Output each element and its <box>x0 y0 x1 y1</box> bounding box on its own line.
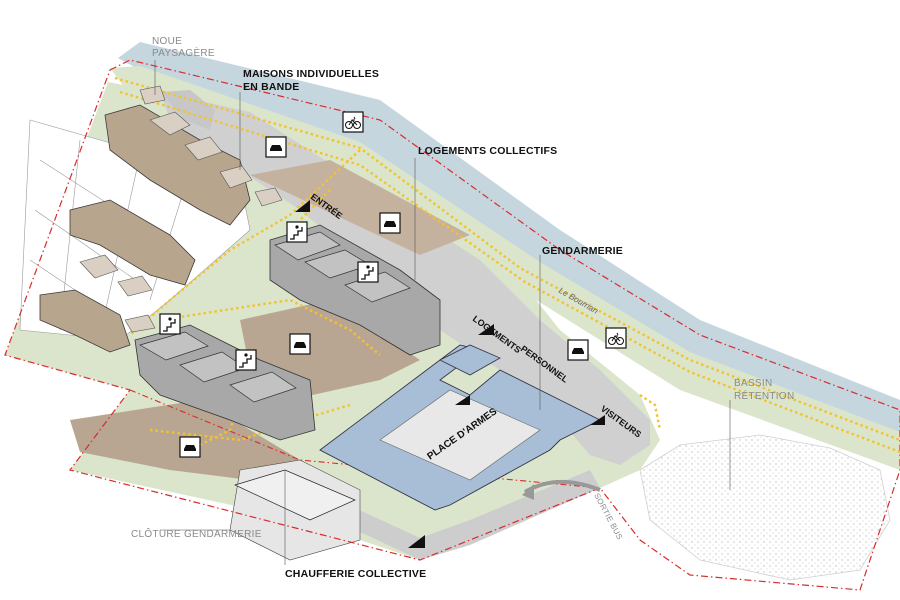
label-bassin-line2: RÉTENTION <box>734 389 794 402</box>
stairs-walker-icon <box>235 349 257 371</box>
retention-basin <box>639 434 891 581</box>
car-icon <box>265 136 287 158</box>
personnel-housing-block <box>439 344 501 376</box>
label-chaufferie: CHAUFFERIE COLLECTIVE <box>285 568 426 580</box>
bus-exit-arrowhead <box>522 484 534 500</box>
collective-roofs <box>139 231 411 403</box>
label-noue-line1: NOUE <box>152 36 182 47</box>
entry-markers <box>295 200 605 548</box>
leader-lines <box>154 60 731 565</box>
bicycle-icon <box>342 111 364 133</box>
car-icon <box>289 333 311 355</box>
car-icon <box>179 436 201 458</box>
label-bassin-line1: BASSIN <box>734 378 772 389</box>
individual-houses <box>39 104 251 353</box>
label-noue-line2: PAYSAGÈRE <box>152 46 215 59</box>
stairs-walker-icon <box>357 261 379 283</box>
label-maisons-line1: MAISONS INDIVIDUELLES <box>243 68 379 80</box>
label-logements-collectifs: LOGEMENTS COLLECTIFS <box>418 145 557 157</box>
place-armes-court <box>379 389 541 481</box>
stairs-walker-icon <box>159 313 181 335</box>
road-curve-north <box>160 90 215 130</box>
car-icon <box>567 339 589 361</box>
label-maisons-line2: EN BANDE <box>243 81 299 93</box>
site-boundary <box>4 59 900 591</box>
label-cloture: CLÔTURE GENDARMERIE <box>131 527 262 540</box>
bicycle-icon <box>605 327 627 349</box>
river <box>118 42 900 440</box>
car-icon <box>379 212 401 234</box>
stairs-walker-icon <box>286 221 308 243</box>
annex-houses <box>79 85 283 333</box>
label-gendarmerie: GENDARMERIE <box>542 245 623 257</box>
